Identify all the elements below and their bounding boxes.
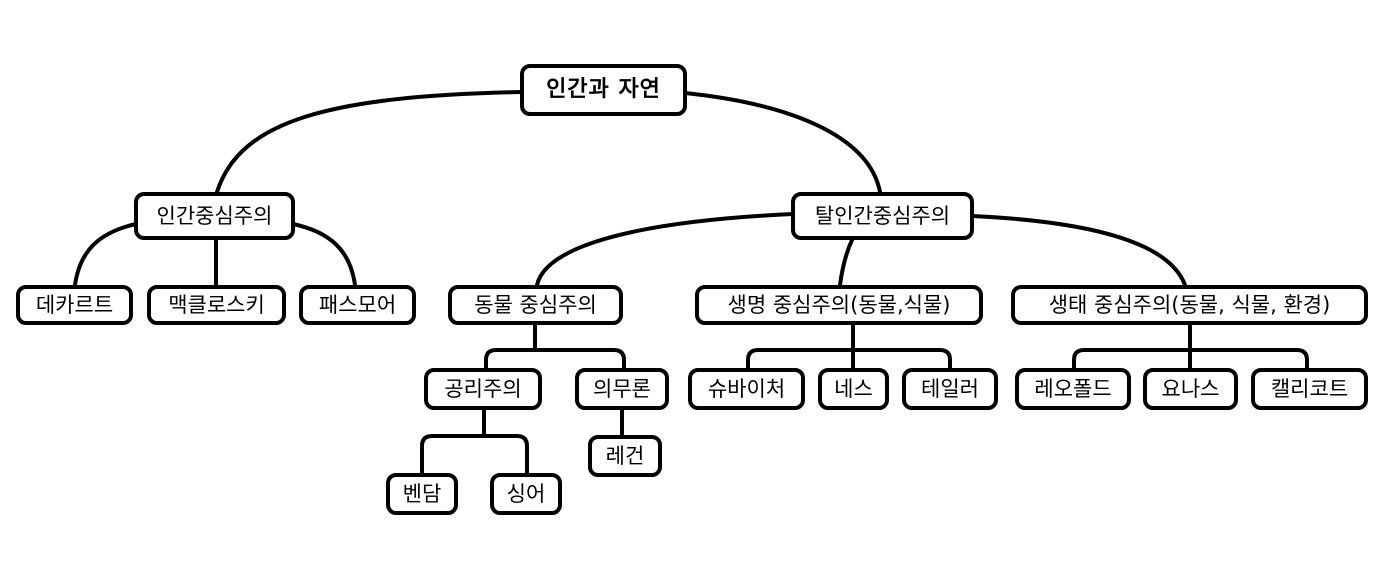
node-regan: 레건 bbox=[588, 435, 662, 477]
edge-root-anthropocentrism bbox=[215, 90, 524, 194]
edge-animal-bracket bbox=[484, 321, 626, 372]
node-callicott: 캘리코트 bbox=[1251, 368, 1368, 410]
edge-non-eco bbox=[970, 214, 1187, 287]
edge-util-bracket bbox=[420, 406, 529, 477]
node-leopold: 레오폴드 bbox=[1015, 368, 1131, 410]
node-anthropocentrism: 인간중심주의 bbox=[134, 192, 295, 240]
edge-anthro-passmore bbox=[291, 222, 357, 287]
edge-non-animal bbox=[535, 212, 795, 287]
node-non-anthropocentrism: 탈인간중심주의 bbox=[791, 192, 974, 240]
node-mccloskey: 맥클로스키 bbox=[147, 285, 286, 325]
edge-eco-bracket bbox=[1072, 321, 1309, 372]
node-schweitzer: 슈바이처 bbox=[688, 368, 805, 410]
node-taylor: 테일러 bbox=[902, 368, 998, 410]
node-root: 인간과 자연 bbox=[520, 64, 687, 116]
edge-non-life bbox=[838, 238, 854, 287]
node-eco-centrism: 생태 중심주의(동물, 식물, 환경) bbox=[1011, 285, 1368, 325]
node-deontology: 의무론 bbox=[575, 368, 669, 410]
node-naess: 네스 bbox=[818, 368, 889, 410]
node-life-centrism: 생명 중심주의(동물,식물) bbox=[695, 285, 983, 325]
node-singer: 싱어 bbox=[490, 473, 562, 515]
edge-anthro-descartes bbox=[73, 222, 138, 287]
edge-life-bracket bbox=[746, 321, 952, 372]
node-bentham: 벤담 bbox=[386, 473, 458, 515]
node-jonas: 요나스 bbox=[1143, 368, 1238, 410]
node-descartes: 데카르트 bbox=[16, 285, 133, 325]
node-passmore: 패스모어 bbox=[299, 285, 416, 325]
node-animal-centrism: 동물 중심주의 bbox=[448, 285, 623, 325]
edge-root-non-anthropocentrism bbox=[683, 91, 882, 194]
node-utilitarianism: 공리주의 bbox=[424, 368, 542, 410]
